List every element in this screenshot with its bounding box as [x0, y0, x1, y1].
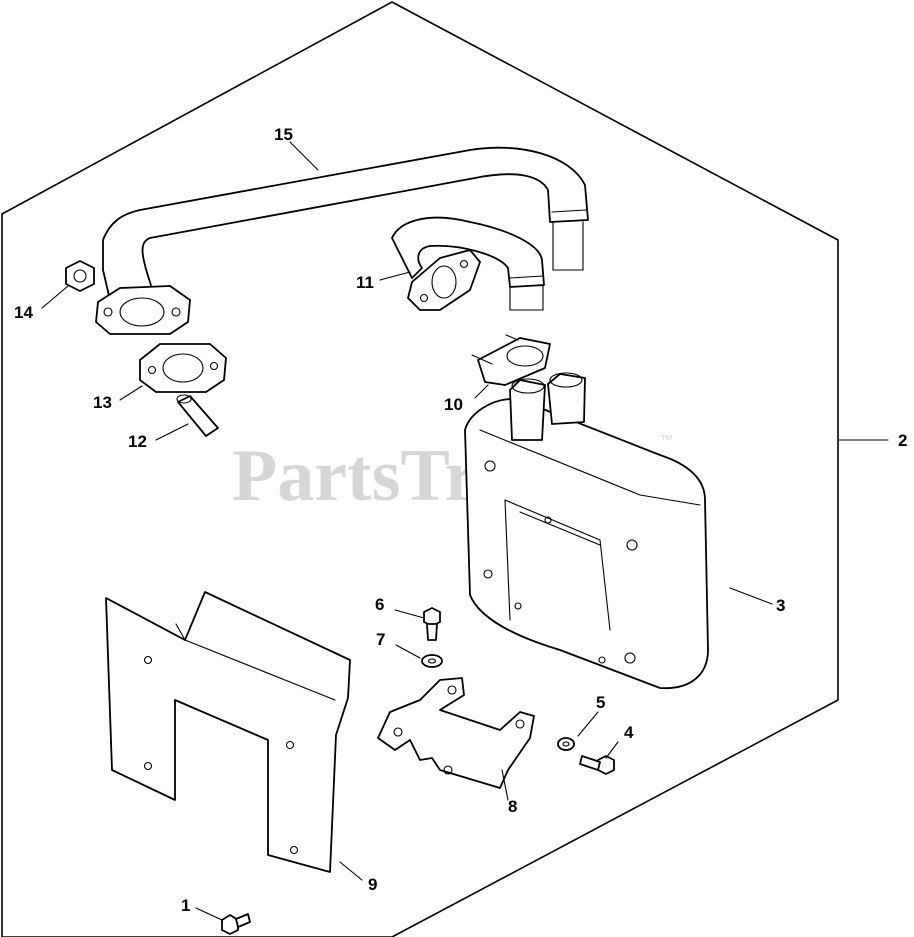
leader-lines: [41, 141, 889, 921]
callout-3: 3: [776, 596, 785, 615]
exhaust-pipe[interactable]: [95, 146, 589, 335]
callout-8: 8: [508, 797, 517, 816]
callout-5: 5: [596, 693, 605, 712]
callout-2: 2: [898, 431, 907, 450]
callout-9: 9: [368, 875, 377, 894]
stud[interactable]: [176, 394, 219, 437]
callout-11: 11: [356, 273, 374, 292]
washer-small[interactable]: [557, 737, 575, 751]
bolt-bottom[interactable]: [221, 913, 251, 935]
callout-13: 13: [93, 393, 112, 412]
trademark-symbol: ™: [660, 432, 673, 447]
elbow-pipe[interactable]: [391, 216, 545, 311]
callout-numbers: 1 2 3 4 5 6 7 8 9 10 11 12 13 14 15: [14, 125, 907, 915]
callout-4: 4: [624, 723, 634, 742]
heat-shield[interactable]: [105, 591, 351, 873]
callout-1: 1: [181, 896, 190, 915]
clamp[interactable]: [471, 334, 551, 386]
bracket[interactable]: [377, 677, 535, 789]
washer[interactable]: [421, 654, 443, 668]
hex-nut[interactable]: [65, 260, 95, 292]
callout-15: 15: [274, 125, 293, 144]
callout-6: 6: [375, 595, 384, 614]
bolt-small[interactable]: [423, 607, 441, 641]
bolt-flange[interactable]: [579, 755, 615, 775]
muffler[interactable]: [464, 372, 709, 689]
gasket[interactable]: [139, 343, 227, 393]
callout-14: 14: [14, 303, 33, 322]
callout-10: 10: [444, 395, 463, 414]
callout-12: 12: [128, 432, 147, 451]
callout-7: 7: [376, 630, 385, 649]
assembly-boundary: [1, 1, 839, 937]
